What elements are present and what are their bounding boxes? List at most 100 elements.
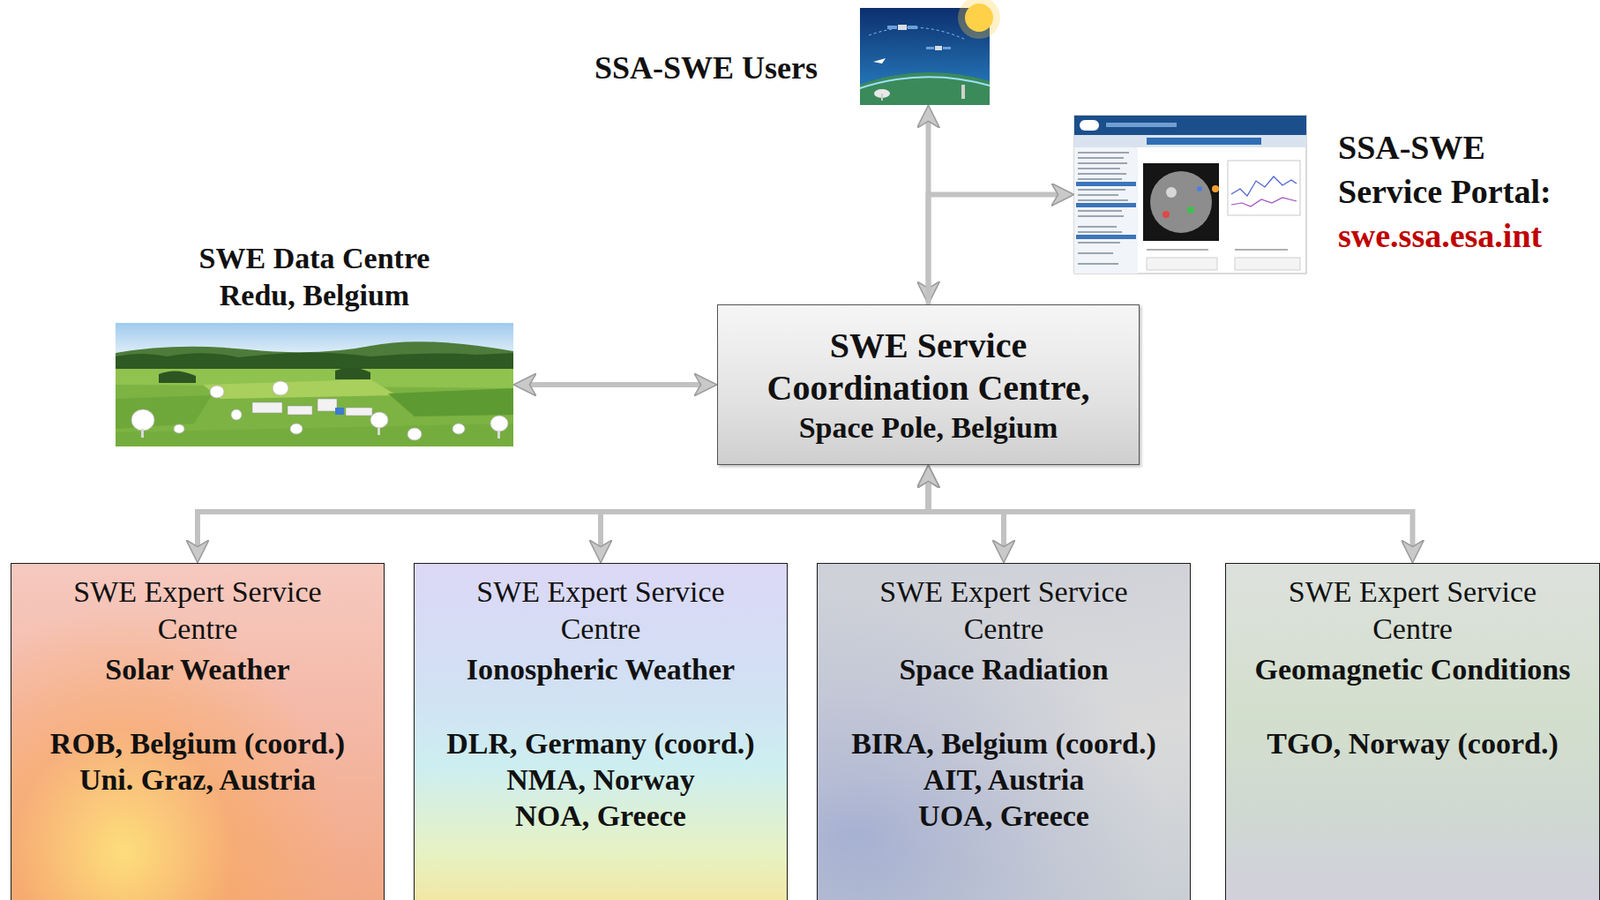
redu-photo-part-part <box>231 409 242 420</box>
portal-screenshot-part <box>1074 115 1307 274</box>
node-text: NMA, Norway <box>506 761 695 798</box>
expert-centre-box: SWE Expert Service CentreGeomagnetic Con… <box>1225 562 1600 900</box>
node-title: SWE Service Coordination Centre, <box>743 324 1115 410</box>
users-illustration-part <box>859 72 990 105</box>
users-illustration <box>859 0 1001 105</box>
node-title: SWE Expert Service Centre <box>455 573 747 648</box>
redu-photo-part <box>335 407 344 415</box>
users-illustration-part <box>942 46 951 50</box>
users-illustration-part <box>961 84 965 99</box>
portal-screenshot-part-part <box>1077 157 1124 159</box>
users-illustration-part <box>907 25 918 30</box>
node-title: SWE Data Centre Redu, Belgium <box>182 239 448 315</box>
redu-photo <box>115 322 514 447</box>
portal-label: SSA-SWE Service Portal:swe.ssa.esa.int <box>1338 125 1587 258</box>
redu-photo-part <box>158 370 196 383</box>
connector-arrow <box>600 471 929 556</box>
redu-photo-part-part <box>141 428 144 438</box>
portal-screenshot-part-part <box>1077 209 1122 212</box>
users-illustration-part <box>887 25 898 30</box>
expert-centre-box: SWE Expert Service CentreSpace Radiation… <box>816 562 1191 900</box>
portal-screenshot-part <box>1166 186 1177 198</box>
redu-photo-part <box>115 322 514 447</box>
portal-screenshot-part <box>1074 147 1138 274</box>
portal-screenshot-part-part <box>1077 262 1119 265</box>
connector-arrow <box>928 471 1414 556</box>
portal-screenshot-part <box>1187 206 1195 214</box>
portal-screenshot-part-part <box>1077 162 1128 165</box>
portal-screenshot-part-part <box>1077 194 1119 196</box>
connector-arrow <box>520 381 711 388</box>
redu-photo-part-part <box>407 427 422 441</box>
users-illustration-part <box>873 58 886 64</box>
redu-photo-part-part <box>345 407 373 416</box>
portal-screenshot-part <box>1146 137 1262 145</box>
users-label: SSA-SWE Users <box>594 49 818 87</box>
users-illustration-part <box>881 93 883 101</box>
expert-centre-box: SWE Expert Service CentreIonospheric Wea… <box>413 562 788 900</box>
portal-node: SSA-SWE Service Portal:swe.ssa.esa.int <box>1074 115 1307 274</box>
redu-photo-part-part <box>497 430 501 439</box>
redu-photo-part-part <box>377 426 381 435</box>
node-title: SWE Expert Service Centre <box>858 573 1150 648</box>
node-text: BIRA, Belgium (coord.) <box>851 725 1157 762</box>
node-title: SSA-SWE Service Portal: <box>1338 125 1587 214</box>
portal-screenshot-part <box>1074 134 1307 148</box>
redu-photo-part <box>141 426 501 439</box>
node-text: DLR, Germany (coord.) <box>446 725 755 762</box>
node-text: Ionospheric Weather <box>466 650 735 688</box>
users-illustration-part <box>926 46 935 50</box>
redu-photo-part <box>115 351 514 369</box>
data-centre-label: SWE Data Centre Redu, Belgium <box>115 239 514 315</box>
portal-screenshot-part-part <box>1077 151 1129 154</box>
redu-photo-part <box>388 388 514 417</box>
node-text: ROB, Belgium (coord.) <box>50 725 345 762</box>
portal-screenshot-part <box>1079 119 1100 131</box>
node-text: AIT, Austria <box>923 761 1085 798</box>
redu-photo-part-part <box>287 405 313 415</box>
node-text: Geomagnetic Conditions <box>1255 650 1571 688</box>
users-illustration-part <box>957 0 1001 39</box>
node-text: TGO, Norway (coord.) <box>1266 725 1559 762</box>
portal-screenshot-part <box>1231 197 1297 207</box>
redu-photo-part-part <box>173 424 185 434</box>
portal-screenshot-part <box>1227 160 1301 216</box>
redu-photo-part-part <box>452 423 465 434</box>
portal-screenshot-part-part <box>1077 172 1127 175</box>
node-text: Uni. Graz, Austria <box>79 761 316 798</box>
users-illustration-part <box>868 27 966 40</box>
portal-screenshot-part-part <box>1077 252 1114 255</box>
node-text: UOA, Greece <box>918 797 1090 834</box>
node-text: swe.ssa.esa.int <box>1338 213 1587 258</box>
connector-arrow <box>928 194 1069 306</box>
redu-photo-part-part <box>131 409 155 431</box>
portal-screenshot-part <box>1150 171 1212 233</box>
users-illustration-part <box>934 45 943 51</box>
redu-photo-part-part <box>490 415 509 432</box>
portal-screenshot-part <box>1162 210 1170 218</box>
node-text: Space Pole, Belgium <box>799 409 1059 446</box>
node-title: SWE Expert Service Centre <box>52 573 344 648</box>
redu-photo-part <box>115 395 212 429</box>
node-text: Solar Weather <box>104 650 290 688</box>
redu-photo-part-part <box>370 411 389 428</box>
portal-screenshot-part <box>1143 163 1219 241</box>
redu-photo-part <box>335 366 371 380</box>
redu-photo-part <box>252 398 373 416</box>
users-node: SSA-SWE Users <box>859 7 990 105</box>
portal-screenshot-part <box>1076 181 1137 187</box>
redu-photo-part <box>131 381 509 441</box>
portal-screenshot-part <box>1076 234 1137 240</box>
portal-screenshot-part <box>1211 185 1219 193</box>
data-centre-node: SWE Data Centre Redu, Belgium <box>115 322 514 447</box>
portal-screenshot-part <box>1196 186 1203 192</box>
portal-screenshot-part-part <box>1077 225 1117 228</box>
portal-screenshot-part-part <box>1077 178 1122 180</box>
portal-screenshot-part <box>1076 202 1137 208</box>
redu-photo-part <box>115 423 514 447</box>
portal-screenshot-part <box>1231 176 1297 196</box>
redu-photo-part-part <box>272 381 289 396</box>
node-title: SSA-SWE Users <box>594 49 818 87</box>
portal-screenshot-part <box>1146 248 1209 251</box>
